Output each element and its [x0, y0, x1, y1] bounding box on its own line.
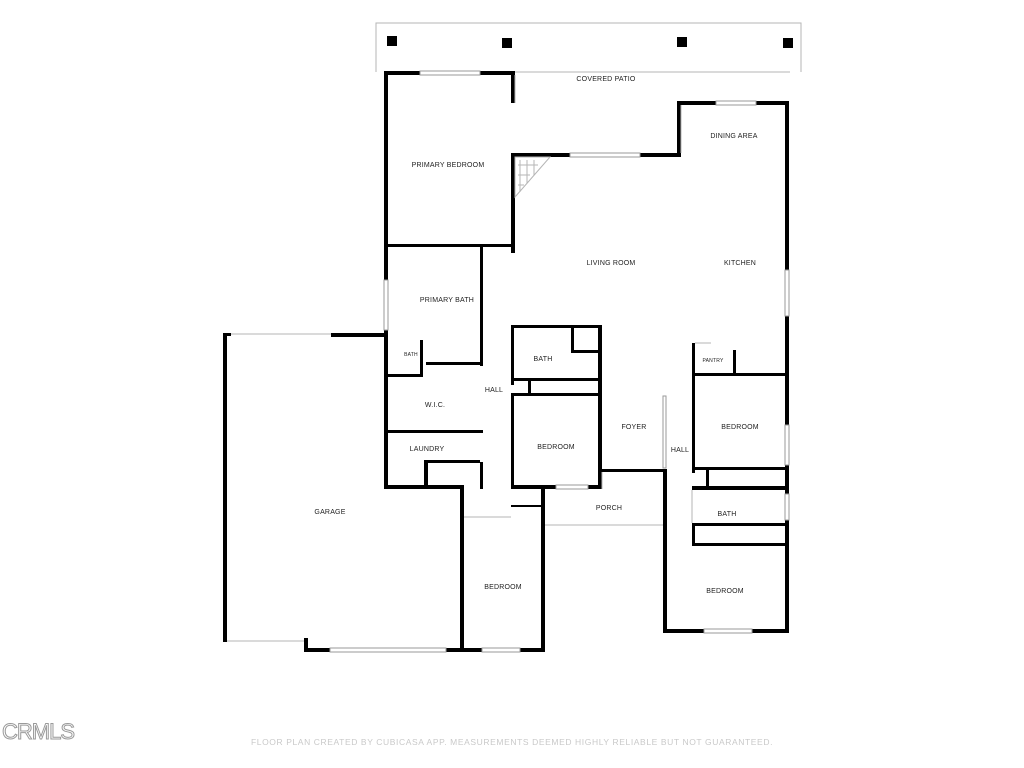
label-bath-hall: BATH: [534, 356, 553, 363]
label-hall-east: HALL: [671, 447, 689, 454]
label-pantry: PANTRY: [702, 358, 723, 364]
label-garage: GARAGE: [314, 509, 345, 516]
label-hall-main: HALL: [485, 387, 503, 394]
label-primary-bath: PRIMARY BATH: [420, 297, 474, 304]
label-living-room: LIVING ROOM: [587, 260, 636, 267]
thin-outlines: [227, 75, 711, 642]
crmls-logo: CRMLS: [1, 719, 75, 745]
patio-post: [783, 38, 793, 48]
patio-post: [502, 38, 512, 48]
label-bedroom-east: BEDROOM: [721, 424, 759, 431]
label-kitchen: KITCHEN: [724, 260, 756, 267]
label-bedroom-front: BEDROOM: [537, 444, 575, 451]
label-bath-east: BATH: [718, 511, 737, 518]
label-covered-patio: COVERED PATIO: [576, 76, 635, 83]
label-wic: W.I.C.: [425, 402, 445, 409]
patio-post: [387, 36, 397, 46]
interior-walls: [384, 244, 789, 546]
room-labels: COVERED PATIO PRIMARY BEDROOM DINING ARE…: [314, 76, 758, 595]
patio-post: [677, 37, 687, 47]
covered-patio-outline: [375, 22, 802, 73]
label-porch: PORCH: [596, 505, 622, 512]
windows: [329, 70, 790, 653]
label-bedroom-se: BEDROOM: [706, 588, 744, 595]
label-bath-small: BATH: [404, 352, 418, 358]
label-dining-area: DINING AREA: [710, 133, 757, 140]
label-bedroom-sw: BEDROOM: [484, 584, 522, 591]
label-primary-bedroom: PRIMARY BEDROOM: [412, 162, 485, 169]
floor-plan-disclaimer: FLOOR PLAN CREATED BY CUBICASA APP. MEAS…: [250, 737, 774, 747]
label-foyer: FOYER: [621, 424, 646, 431]
label-laundry: LAUNDRY: [410, 446, 445, 453]
